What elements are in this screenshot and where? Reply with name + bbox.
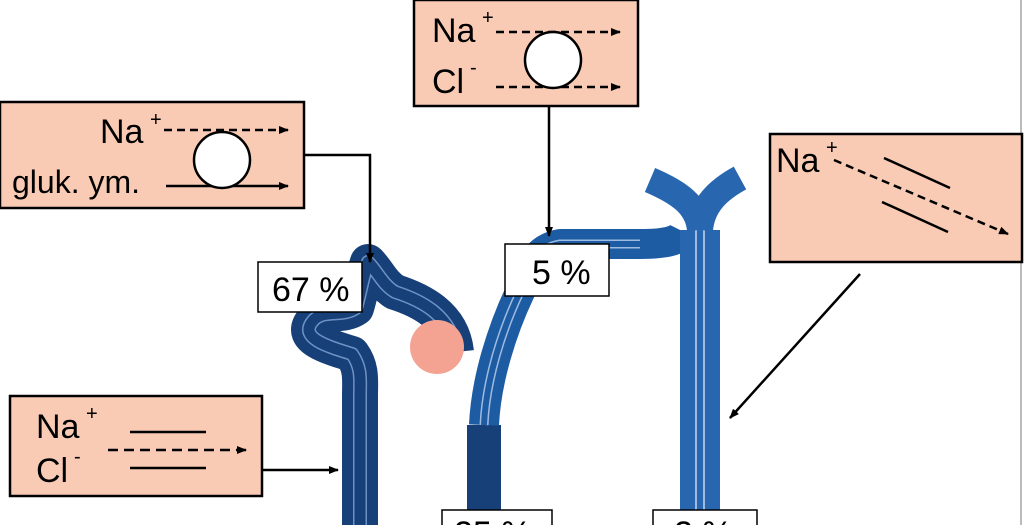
transport-box-left-lower: Na + Cl -	[8, 394, 264, 498]
collecting-duct	[639, 166, 747, 525]
top-center-cotransporter-icon	[523, 30, 583, 90]
percent-label-distal: 5 %	[504, 243, 610, 297]
left-lower-ion2-sup: -	[74, 446, 81, 468]
pointer-right	[729, 273, 861, 419]
percent-label-collecting: 2 %	[652, 509, 758, 530]
transport-box-right: Na +	[768, 132, 1024, 264]
right-membrane-line-2	[881, 200, 949, 234]
left-upper-ion1: Na	[100, 113, 144, 151]
right-ion1: Na	[776, 142, 820, 180]
top-center-ion2: Cl	[432, 63, 464, 101]
top-center-ion1: Na	[432, 12, 476, 50]
percent-label-loop: 25 %	[441, 509, 553, 530]
top-center-ion1-sup: +	[482, 7, 494, 29]
left-upper-ion2: gluk. ym.	[12, 164, 140, 200]
glomerulus	[410, 320, 464, 374]
percent-text-distal: 5 %	[532, 254, 591, 292]
right-arrow	[833, 158, 1009, 236]
percent-text-proximal: 67 %	[272, 271, 350, 309]
left-lower-ion1-sup: +	[86, 403, 98, 425]
percent-label-proximal: 67 %	[257, 261, 363, 313]
right-ion1-sup: +	[826, 137, 838, 159]
left-lower-ion1: Na	[36, 408, 80, 446]
transport-box-left-upper: Na + gluk. ym.	[0, 100, 306, 210]
transport-box-top-center: Na + Cl -	[412, 0, 640, 108]
percent-text-collecting: 2 %	[674, 515, 733, 525]
pointer-left-upper	[304, 153, 374, 263]
top-center-ion2-sup: -	[470, 57, 477, 79]
left-upper-cotransporter-icon	[192, 130, 252, 190]
percent-text-loop: 25 %	[454, 515, 532, 525]
left-lower-ion2: Cl	[36, 452, 68, 490]
right-membrane-line-1	[883, 156, 951, 190]
left-upper-ion1-sup: +	[150, 109, 162, 131]
